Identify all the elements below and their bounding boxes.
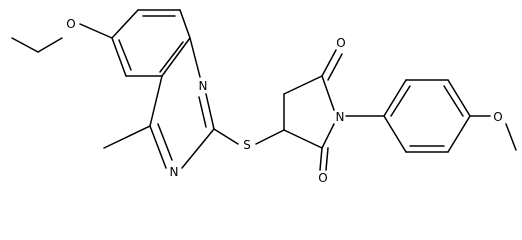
bond-ar-3-4 (447, 79, 471, 117)
bond-ar-1-2-double (390, 85, 411, 117)
atom-n3: N (170, 165, 179, 179)
bond-c6-c7 (111, 9, 139, 39)
bond-o-ch3-methoxy (505, 123, 517, 151)
atom-o-ethoxy: O (66, 17, 75, 31)
bond-c5-c6 (111, 37, 127, 77)
atom-o-carbonyl-bottom: O (318, 171, 327, 185)
atom-o-methoxy: O (493, 110, 502, 124)
bond-n3-c4-double (157, 123, 173, 161)
bond-c4-c4a (149, 75, 163, 127)
bond-ar-4-5 (447, 115, 471, 153)
bond-c4-methyl (103, 125, 151, 149)
bond-c5-o-top (321, 49, 337, 77)
atom-n-imide: N (336, 110, 345, 124)
bond-ethyl-ch3-ch2 (11, 37, 39, 53)
bond-c8a-c4a-double (159, 41, 184, 73)
bond-c8-c8a (179, 9, 191, 39)
bond-n1-c2-double (198, 96, 207, 128)
bond-n3-c4 (149, 125, 167, 169)
bond-c4-c5-imide (283, 75, 323, 95)
bond-c5-o-top-double (327, 53, 343, 81)
bond-n-c2-imide (321, 123, 335, 149)
atom-s: S (243, 138, 251, 152)
atom-n1: N (199, 79, 208, 93)
bond-ar-1-2 (383, 79, 407, 117)
bond-c8a-c4a (161, 37, 191, 77)
bond-c2-n3 (181, 128, 215, 169)
atom-o-carbonyl-top: O (336, 36, 345, 50)
bond-o-aryl (79, 23, 113, 39)
bond-c2-o-bottom-double (325, 147, 329, 171)
bond-c5-n-imide (321, 75, 335, 111)
bond-c2-o-bottom (319, 147, 323, 171)
bond-c8a-n1 (189, 37, 201, 78)
bond-c2-s (213, 128, 239, 145)
bond-n1-c2 (205, 93, 215, 130)
atom-label-layer: O N N S O N O O (66, 17, 502, 185)
bond-ar-3-4-double (443, 85, 464, 117)
bond-c2-c3-imide (283, 129, 323, 149)
bond-ar-6-1 (383, 115, 407, 153)
structure-diagram: O N N S O N O O (11, 9, 517, 185)
bond-ethyl-ch2-o (37, 37, 63, 53)
bond-layer (11, 9, 517, 171)
bond-c5-c6-double (118, 39, 132, 71)
bond-s-c3 (255, 129, 285, 145)
